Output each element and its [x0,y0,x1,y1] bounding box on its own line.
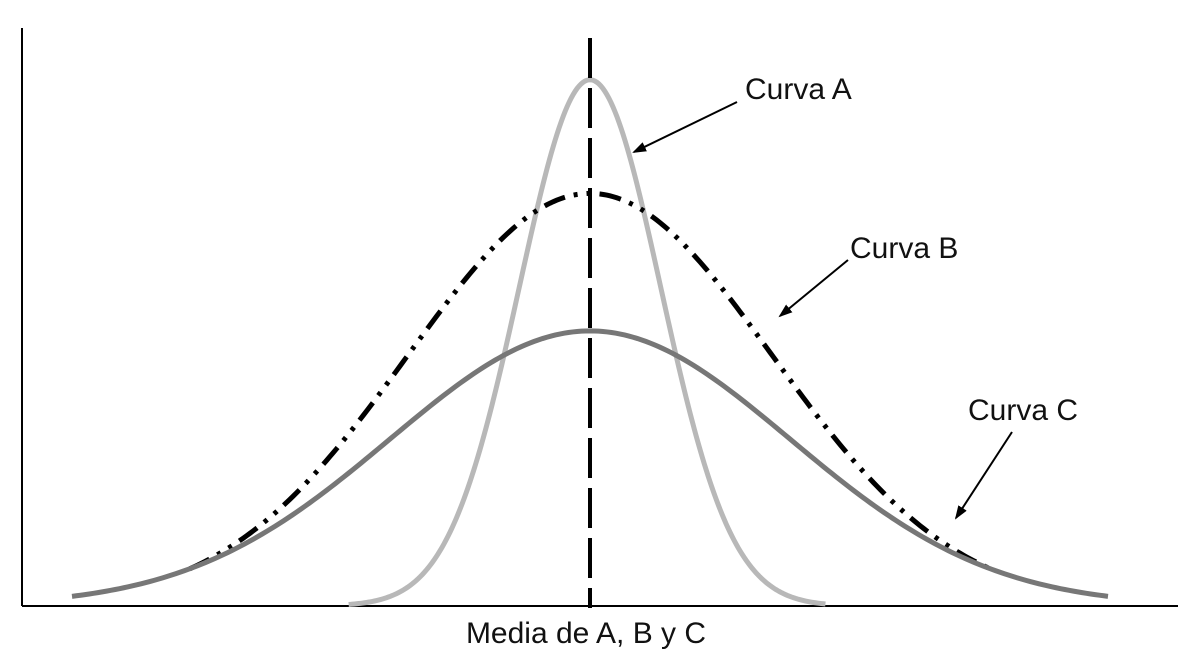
annotation-arrow-curva-b [778,259,849,318]
series-curva-c [71,328,1109,599]
annotation-label-curva-c: Curva C [968,394,1078,427]
x-axis-label: Media de A, B y C [466,617,706,650]
annotation-arrow-curva-a [632,101,738,153]
annotation-curva-a: Curva A [632,73,852,153]
series-curva-a [348,77,826,607]
annotation-label-curva-a: Curva A [745,73,852,106]
annotation-curva-b: Curva B [778,232,958,318]
annotation-arrow-curva-c [954,431,1013,520]
annotation-curva-c: Curva C [954,394,1078,520]
annotation-label-curva-b: Curva B [850,232,958,265]
